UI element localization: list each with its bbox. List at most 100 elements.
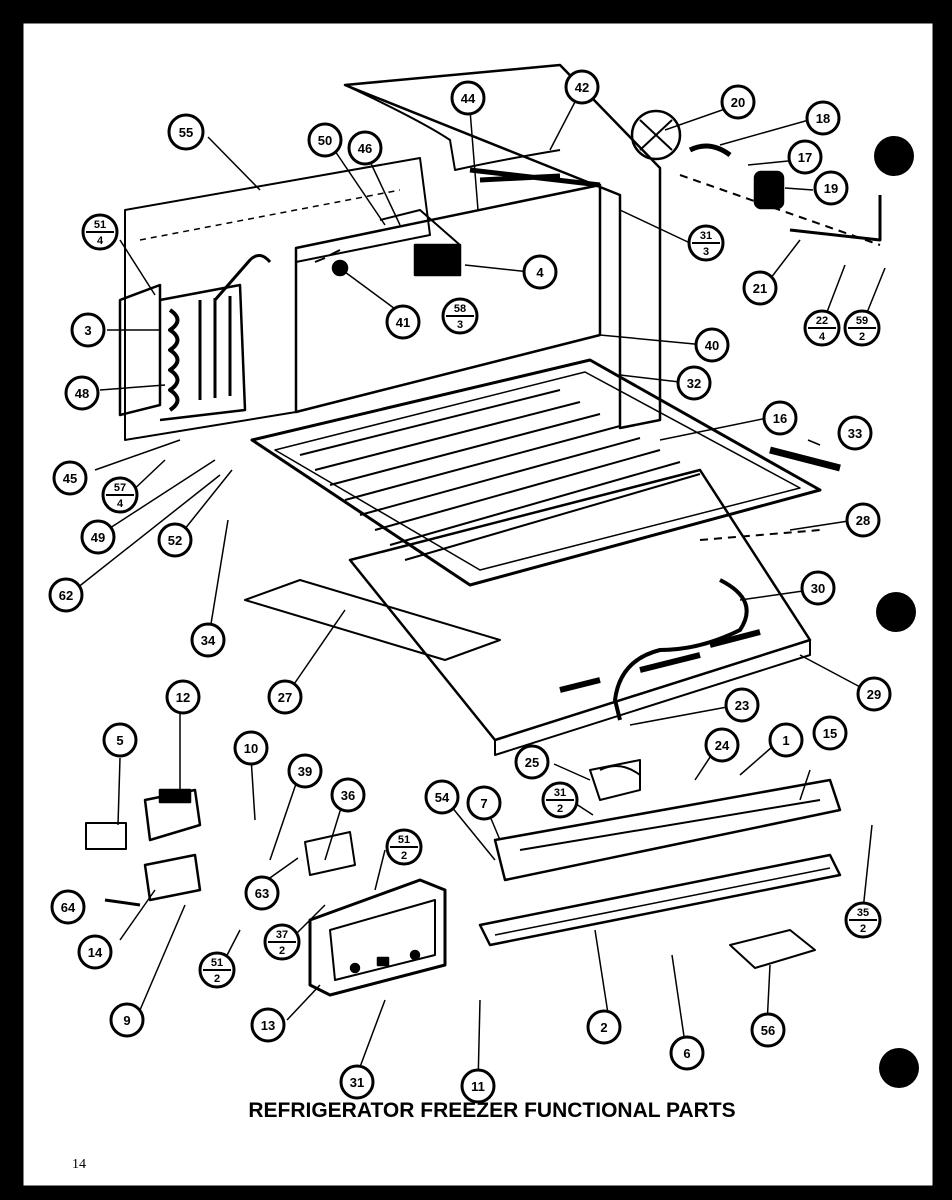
svg-text:11: 11 xyxy=(471,1079,485,1094)
svg-text:55: 55 xyxy=(179,125,193,140)
svg-text:2: 2 xyxy=(401,850,407,862)
svg-text:25: 25 xyxy=(525,755,539,770)
callout-7: 7 xyxy=(466,785,502,821)
svg-text:23: 23 xyxy=(735,698,749,713)
svg-text:31: 31 xyxy=(350,1075,364,1090)
svg-text:35: 35 xyxy=(857,907,869,919)
callout-46: 46 xyxy=(347,130,383,166)
svg-text:9: 9 xyxy=(123,1013,130,1028)
fraction-callout-31-2: 31 2 xyxy=(541,781,579,819)
callout-64: 64 xyxy=(50,889,86,925)
svg-text:31: 31 xyxy=(700,230,712,242)
svg-text:40: 40 xyxy=(705,338,719,353)
callout-15: 15 xyxy=(812,715,848,751)
callout-27: 27 xyxy=(267,679,303,715)
callout-41: 41 xyxy=(385,304,421,340)
callout-21: 21 xyxy=(742,270,778,306)
callout-32: 32 xyxy=(676,365,712,401)
callout-34: 34 xyxy=(190,622,226,658)
svg-text:2: 2 xyxy=(557,803,563,815)
svg-text:51: 51 xyxy=(94,219,106,231)
fraction-callout-22-4: 22 4 xyxy=(803,309,841,347)
fraction-callout-57-4: 57 4 xyxy=(101,476,139,514)
svg-text:17: 17 xyxy=(798,150,812,165)
callout-12: 12 xyxy=(165,679,201,715)
callout-16: 16 xyxy=(762,400,798,436)
svg-text:1: 1 xyxy=(782,733,789,748)
svg-text:44: 44 xyxy=(461,91,476,106)
callout-4: 4 xyxy=(522,254,558,290)
callout-40: 40 xyxy=(694,327,730,363)
callout-9: 9 xyxy=(109,1002,145,1038)
fraction-callout-37-2: 37 2 xyxy=(263,923,301,961)
callout-5: 5 xyxy=(102,722,138,758)
svg-text:54: 54 xyxy=(435,790,450,805)
callout-23: 23 xyxy=(724,687,760,723)
callout-1: 1 xyxy=(768,722,804,758)
fan-blade xyxy=(630,109,682,161)
svg-text:5: 5 xyxy=(116,733,123,748)
svg-text:24: 24 xyxy=(715,738,730,753)
svg-text:45: 45 xyxy=(63,471,77,486)
svg-text:2: 2 xyxy=(859,331,865,343)
svg-text:21: 21 xyxy=(753,281,767,296)
svg-text:33: 33 xyxy=(848,426,862,441)
callout-63: 63 xyxy=(244,875,280,911)
svg-text:4: 4 xyxy=(819,331,826,343)
evaporator-tray xyxy=(250,358,822,587)
svg-text:57: 57 xyxy=(114,482,126,494)
svg-text:58: 58 xyxy=(454,303,466,315)
cover-plate xyxy=(729,929,816,969)
svg-text:6: 6 xyxy=(683,1046,690,1061)
svg-text:3: 3 xyxy=(457,319,463,331)
svg-text:31: 31 xyxy=(554,787,566,799)
svg-text:39: 39 xyxy=(298,764,312,779)
registration-dot xyxy=(876,592,916,632)
front-rail xyxy=(493,778,842,882)
callout-2: 2 xyxy=(586,1009,622,1045)
callout-28: 28 xyxy=(845,502,881,538)
svg-text:41: 41 xyxy=(396,315,410,330)
control-box xyxy=(308,878,447,997)
callout-36: 36 xyxy=(330,777,366,813)
machine-compartment-panel xyxy=(124,157,431,441)
callout-39: 39 xyxy=(287,753,323,789)
svg-text:2: 2 xyxy=(214,973,220,985)
svg-text:19: 19 xyxy=(824,181,838,196)
callout-20: 20 xyxy=(720,84,756,120)
svg-text:3: 3 xyxy=(703,246,709,258)
fraction-callout-59-2: 59 2 xyxy=(843,309,881,347)
callout-52: 52 xyxy=(157,522,193,558)
callout-6: 6 xyxy=(669,1035,705,1071)
fraction-callout-51-2-upper: 51 2 xyxy=(385,828,423,866)
callout-30: 30 xyxy=(800,570,836,606)
svg-text:3: 3 xyxy=(84,323,91,338)
svg-text:48: 48 xyxy=(75,386,89,401)
fraction-callouts: 51 4 31 3 58 3 22 4 59 2 xyxy=(81,213,882,989)
callout-18: 18 xyxy=(805,100,841,136)
callout-24: 24 xyxy=(704,727,740,763)
svg-text:50: 50 xyxy=(318,133,332,148)
callout-29: 29 xyxy=(856,676,892,712)
svg-text:27: 27 xyxy=(278,690,292,705)
partition-panel xyxy=(343,63,662,430)
svg-text:18: 18 xyxy=(816,111,830,126)
trim-strip xyxy=(478,853,842,947)
callout-14: 14 xyxy=(77,934,113,970)
callout-62: 62 xyxy=(48,577,84,613)
svg-text:2: 2 xyxy=(279,945,285,957)
callout-33: 33 xyxy=(837,415,873,451)
svg-text:2: 2 xyxy=(600,1020,607,1035)
svg-text:15: 15 xyxy=(823,726,837,741)
svg-text:12: 12 xyxy=(176,690,190,705)
svg-text:14: 14 xyxy=(88,945,103,960)
fraction-callout-58-3: 58 3 xyxy=(441,297,479,335)
svg-text:34: 34 xyxy=(201,633,216,648)
svg-text:37: 37 xyxy=(276,929,288,941)
callout-45: 45 xyxy=(52,460,88,496)
svg-text:2: 2 xyxy=(860,923,866,935)
callout-labels: 55 50 46 44 42 20 18 17 19 21 4 41 40 32… xyxy=(48,69,892,1104)
callout-55: 55 xyxy=(167,113,205,151)
svg-text:32: 32 xyxy=(687,376,701,391)
callout-48: 48 xyxy=(64,375,100,411)
